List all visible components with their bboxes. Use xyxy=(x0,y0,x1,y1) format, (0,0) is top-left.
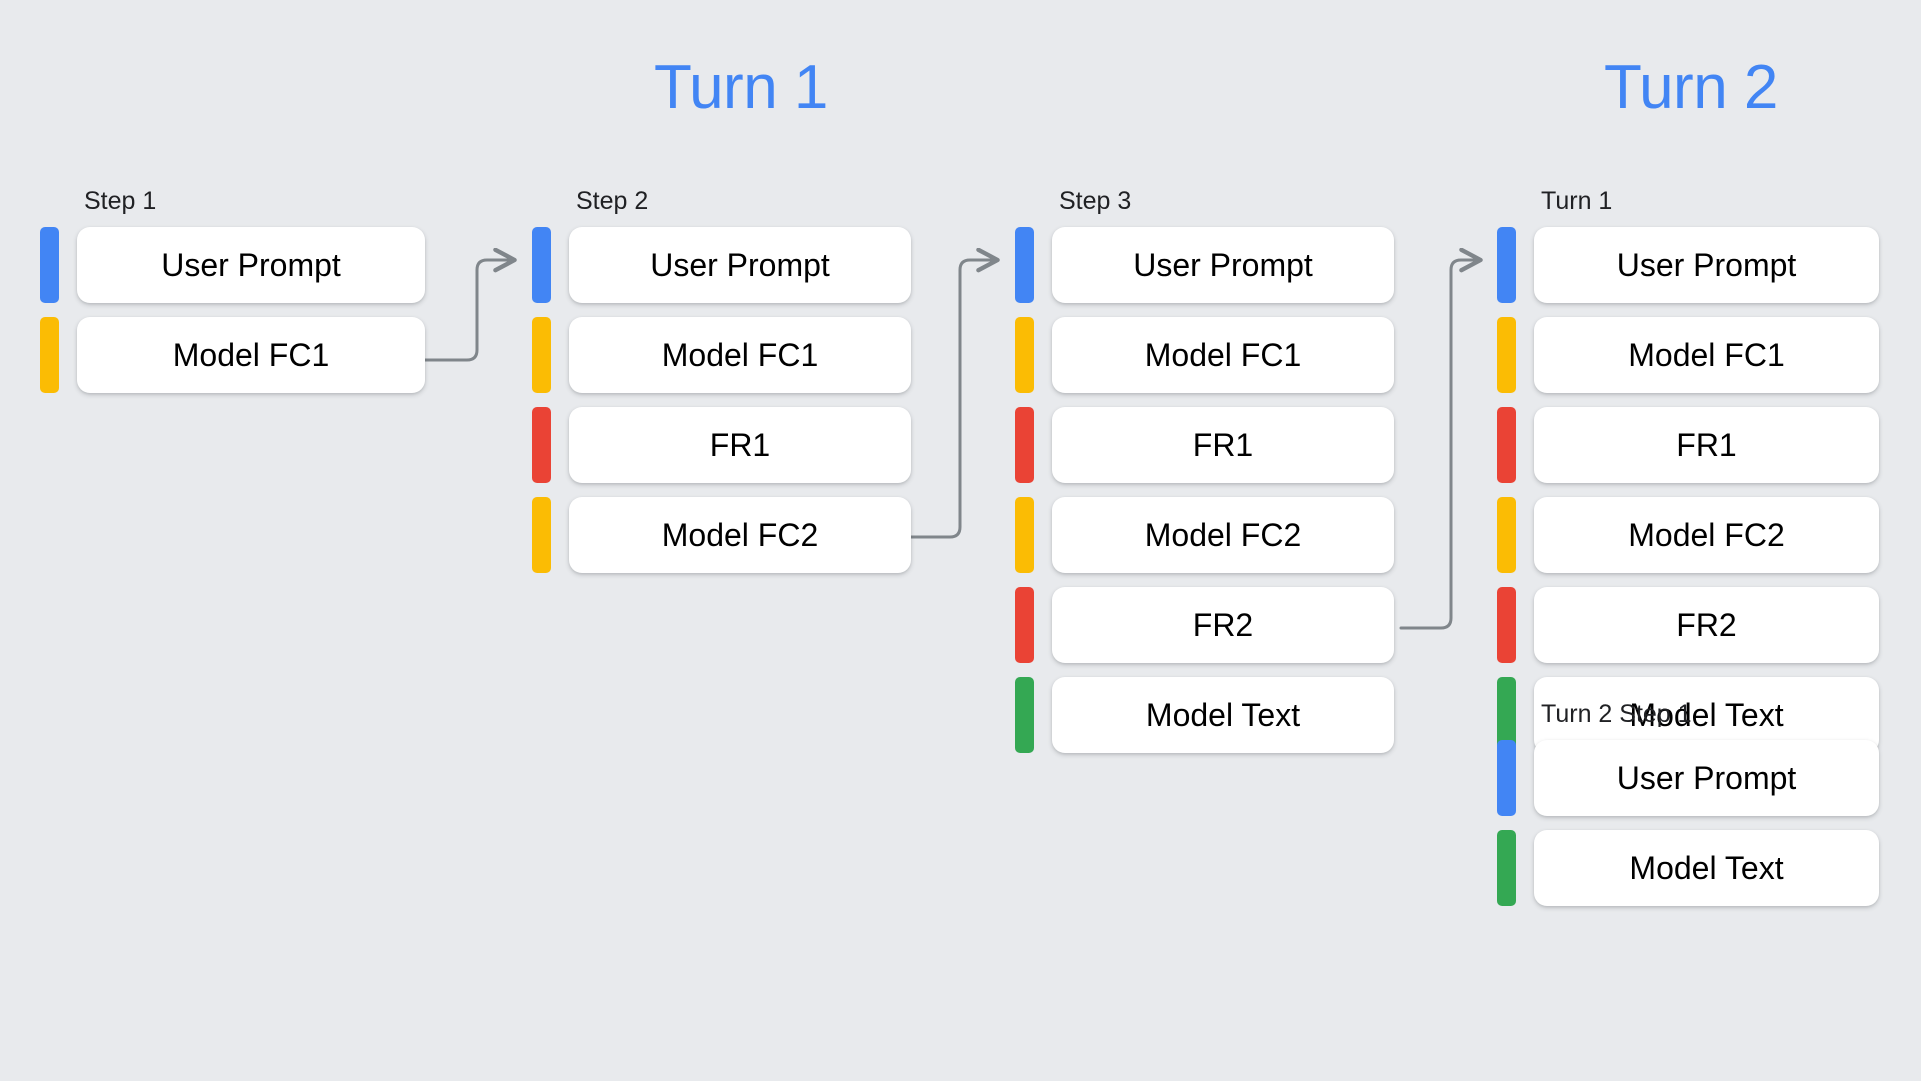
card-label: Model Text xyxy=(1145,697,1301,733)
role-bar-user-prompt xyxy=(1015,227,1034,303)
role-bar-model-function-call xyxy=(532,497,551,573)
card-fr1[interactable]: FR1 xyxy=(569,407,911,483)
role-bar-model-function-call xyxy=(1015,317,1034,393)
turn-2-title: Turn 2 xyxy=(1604,53,1778,122)
connector-step3-to-turn2 xyxy=(1399,260,1480,630)
card-model-fc1[interactable]: Model FC1 xyxy=(1534,317,1879,393)
card-fr2[interactable]: FR2 xyxy=(1052,587,1394,663)
role-bar-user-prompt xyxy=(1497,227,1516,303)
column-label-step2: Step 2 xyxy=(576,187,649,215)
card-label: FR1 xyxy=(709,427,771,463)
card-user-prompt[interactable]: User Prompt xyxy=(1534,740,1879,816)
connector-step2-to-step3 xyxy=(886,260,997,539)
card-model-fc2[interactable]: Model FC2 xyxy=(569,497,911,573)
role-bar-user-prompt xyxy=(1497,740,1516,816)
card-fr1[interactable]: FR1 xyxy=(1052,407,1394,483)
role-bar-model-function-call xyxy=(532,317,551,393)
card-model-text[interactable]: Model Text xyxy=(1534,830,1879,906)
card-user-prompt[interactable]: User Prompt xyxy=(77,227,425,303)
role-bar-model-text xyxy=(1497,677,1516,753)
column-label-turn2-step1: Turn 2 Step 1 xyxy=(1541,700,1692,728)
card-label: FR1 xyxy=(1192,427,1254,463)
role-bar-model-function-call xyxy=(1497,317,1516,393)
role-bar-model-function-call xyxy=(40,317,59,393)
card-user-prompt[interactable]: User Prompt xyxy=(569,227,911,303)
card-label: Model Text xyxy=(1629,697,1784,733)
column-label-step3: Step 3 xyxy=(1059,187,1132,215)
role-bar-function-response xyxy=(1497,407,1516,483)
turn-1-title: Turn 1 xyxy=(654,53,828,122)
card-label: User Prompt xyxy=(1616,760,1797,796)
role-bar-user-prompt xyxy=(40,227,59,303)
card-label: Model FC1 xyxy=(661,337,819,373)
card-label: Model FC1 xyxy=(1628,337,1785,373)
role-bar-model-function-call xyxy=(1497,497,1516,573)
card-model-fc2[interactable]: Model FC2 xyxy=(1534,497,1879,573)
card-label: FR2 xyxy=(1676,607,1737,643)
card-label: Model FC1 xyxy=(1144,337,1302,373)
card-label: User Prompt xyxy=(1133,247,1313,283)
role-bar-function-response xyxy=(1497,587,1516,663)
card-model-fc1[interactable]: Model FC1 xyxy=(1052,317,1394,393)
role-bar-user-prompt xyxy=(532,227,551,303)
card-label: Model FC2 xyxy=(661,517,819,553)
card-label: FR1 xyxy=(1676,427,1737,463)
role-bar-model-text xyxy=(1497,830,1516,906)
card-label: FR2 xyxy=(1192,607,1254,643)
column-label-step1: Step 1 xyxy=(84,187,157,215)
card-fr2[interactable]: FR2 xyxy=(1534,587,1879,663)
card-label: User Prompt xyxy=(650,247,830,283)
card-label: Model FC2 xyxy=(1628,517,1785,553)
column-label-turn2-history: Turn 1 xyxy=(1541,187,1613,215)
card-fr1[interactable]: FR1 xyxy=(1534,407,1879,483)
card-label: User Prompt xyxy=(1616,247,1797,283)
card-model-text[interactable]: Model Text xyxy=(1052,677,1394,753)
role-bar-model-function-call xyxy=(1015,497,1034,573)
card-label: Model Text xyxy=(1629,850,1784,886)
role-bar-function-response xyxy=(532,407,551,483)
card-user-prompt[interactable]: User Prompt xyxy=(1534,227,1879,303)
card-user-prompt[interactable]: User Prompt xyxy=(1052,227,1394,303)
card-model-fc1[interactable]: Model FC1 xyxy=(77,317,425,393)
card-model-fc1[interactable]: Model FC1 xyxy=(569,317,911,393)
card-model-fc2[interactable]: Model FC2 xyxy=(1052,497,1394,573)
role-bar-function-response xyxy=(1015,587,1034,663)
role-bar-function-response xyxy=(1015,407,1034,483)
role-bar-model-text xyxy=(1015,677,1034,753)
card-label: Model FC1 xyxy=(172,337,330,373)
card-label: Model FC2 xyxy=(1144,517,1302,553)
card-label: User Prompt xyxy=(161,247,341,283)
